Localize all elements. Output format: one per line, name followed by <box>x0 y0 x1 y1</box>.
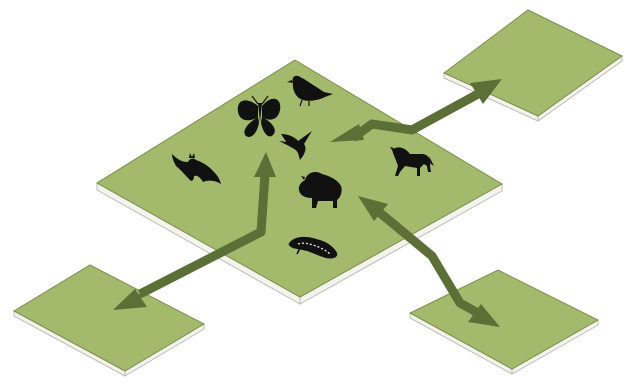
patch-bottom-right <box>408 269 600 375</box>
bird-icon <box>287 75 333 107</box>
swallow-icon <box>279 131 312 160</box>
arrow-center-top-right <box>330 79 502 142</box>
salamander-icon <box>288 236 338 259</box>
bison-icon <box>298 172 342 208</box>
patch-top-right <box>443 9 623 122</box>
patch-center <box>96 59 503 305</box>
arrow-center-bottom-right <box>358 196 500 327</box>
patch-bottom-left <box>12 264 206 377</box>
bat-icon <box>172 153 221 184</box>
horse-icon <box>390 147 434 176</box>
butterfly-icon <box>237 95 281 137</box>
arrow-center-bottom-left <box>113 152 276 310</box>
